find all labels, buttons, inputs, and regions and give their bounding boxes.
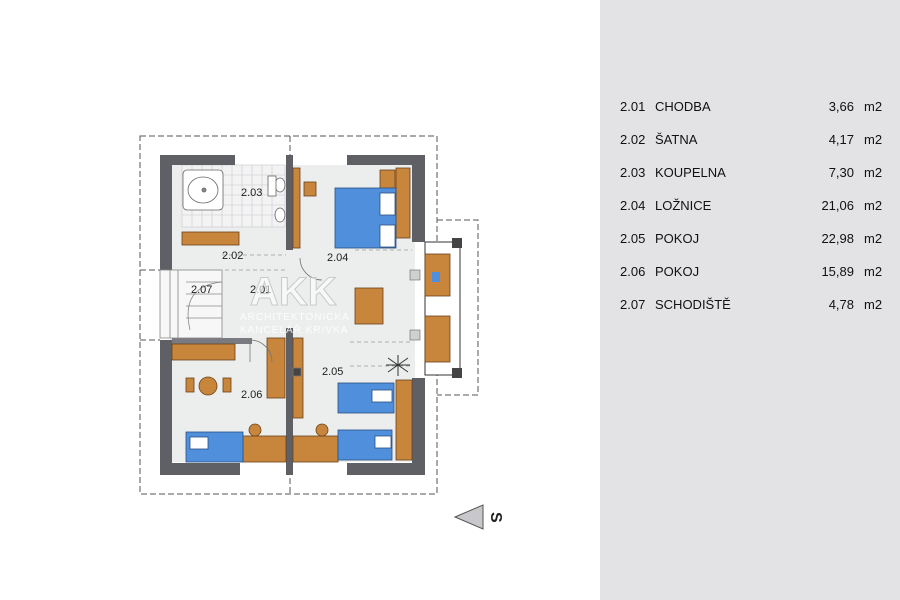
room-unit: m2 [864,132,883,147]
room-label-2-05: 2.05 [322,366,343,378]
room-area: 4,78 [828,297,854,312]
compass-letter: S [487,512,504,523]
dashed-guides [222,249,412,367]
room-area: 22,98 [821,231,854,246]
floor-plan: 2.03 2.02 2.04 2.07 2.01 2.05 2.06 AKK A… [139,135,504,530]
room-unit: m2 [864,165,883,180]
room-name: POKOJ [655,264,700,279]
room-unit: m2 [864,198,883,213]
room-code: 2.06 [620,264,646,279]
balcony [409,238,462,378]
doors [249,257,323,377]
room-code: 2.03 [620,165,646,180]
legend-row: 2.03 KOUPELNA 7,30 m2 [620,165,883,198]
beds [185,187,397,463]
room-label-2-01: 2.01 [250,284,271,296]
room-code: 2.04 [620,198,646,213]
room-name: SCHODIŠTĚ [655,297,731,312]
room-label-2-06: 2.06 [241,389,262,401]
room-code: 2.01 [620,99,646,114]
compass: S [453,504,504,530]
room-area: 15,89 [821,264,854,279]
watermark-line2: KANCELÁŘ KRIVKA [240,323,348,336]
legend-row: 2.06 POKOJ 15,89 m2 [620,264,883,297]
room-area: 3,66 [828,99,854,114]
room-name: POKOJ [655,231,700,246]
room-name: ŠATNA [655,132,698,147]
room-label-2-04: 2.04 [327,252,348,264]
staircase [159,269,223,339]
room-unit: m2 [864,99,883,114]
legend-row: 2.07 SCHODIŠTĚ 4,78 m2 [620,297,883,330]
room-label-2-07: 2.07 [191,284,212,296]
room-unit: m2 [864,264,883,279]
room-code: 2.05 [620,231,646,246]
room-legend-panel: 2.01 CHODBA 3,66 m2 2.02 ŠATNA 4,17 m2 2… [600,0,900,600]
legend-row: 2.02 ŠATNA 4,17 m2 [620,132,883,165]
room-code: 2.02 [620,132,646,147]
room-code: 2.07 [620,297,646,312]
room-legend: 2.01 CHODBA 3,66 m2 2.02 ŠATNA 4,17 m2 2… [620,99,883,330]
room-label-2-02: 2.02 [222,250,243,262]
walls [160,155,425,475]
room-area: 7,30 [828,165,854,180]
room-name: LOŽNICE [655,198,712,213]
north-arrow-icon [453,504,484,530]
bathroom-fixtures [182,169,286,223]
legend-row: 2.05 POKOJ 22,98 m2 [620,231,883,264]
room-label-2-03: 2.03 [241,187,262,199]
floor-plan-area: 2.03 2.02 2.04 2.07 2.01 2.05 2.06 AKK A… [139,135,504,530]
legend-row: 2.04 LOŽNICE 21,06 m2 [620,198,883,231]
room-area: 21,06 [821,198,854,213]
watermark: AKK ARCHITEKTONICKÁ KANCELÁŘ KRIVKA [240,270,350,337]
watermark-line1: ARCHITEKTONICKÁ [240,310,350,323]
watermark-logo: AKK [250,270,337,314]
plant-icon [386,355,410,376]
room-name: CHODBA [655,99,711,114]
room-unit: m2 [864,231,883,246]
room-name: KOUPELNA [655,165,726,180]
room-area: 4,17 [828,132,854,147]
legend-row: 2.01 CHODBA 3,66 m2 [620,99,883,132]
room-unit: m2 [864,297,883,312]
